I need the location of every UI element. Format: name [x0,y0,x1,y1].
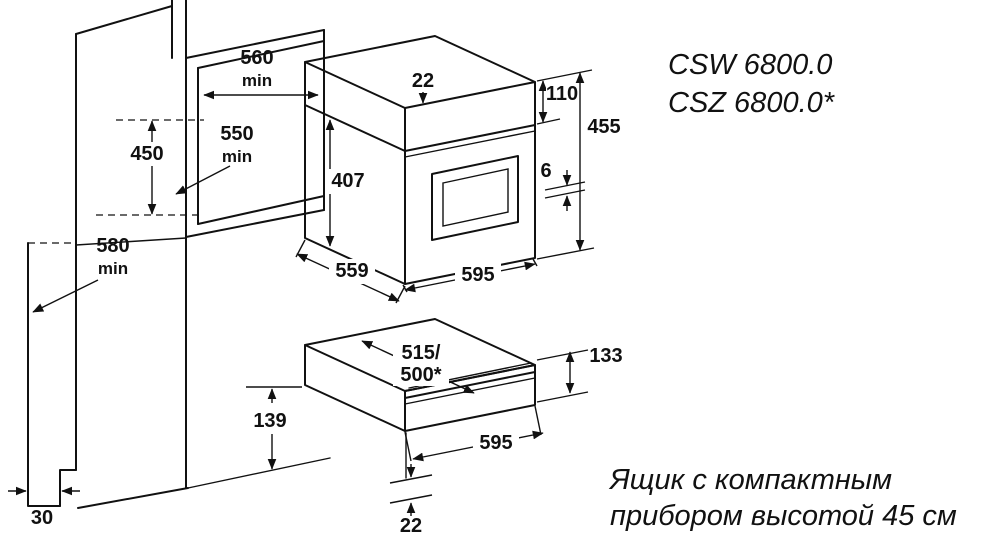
dim-niche-width: 560 min [203,47,319,100]
cabinet-plinth [59,469,77,507]
dim-niche-depth: 550 min [175,123,254,195]
dim-panel-height-value: 110 [546,83,578,105]
niche-bottom-level-line [75,237,187,246]
dim-drawer-height-value: 133 [589,345,622,367]
niche-bottom-outer [185,209,325,238]
dim-niche-width-unit: min [242,71,272,90]
dim-drawer-depth-line2: 500* [400,364,441,386]
dim-plinth-recess: 30 [8,486,80,529]
control-panel-groove [404,130,536,158]
dim-base-height-value: 580 [96,235,129,257]
dim-niche-depth-value: 550 [220,123,253,145]
oven-top-face [304,35,536,109]
base-edge-extension [187,457,331,489]
dimension-annotations: 560 min 550 min 450 580 min 30 22 [8,47,623,537]
dim-top-clearance: 22 [412,70,434,104]
dim-top-clearance-value: 22 [412,70,434,92]
dim-door-height-value: 407 [331,170,364,192]
drawer-left-face [304,344,406,432]
niche-top-outer [185,29,325,59]
dim-niche-depth-unit: min [222,147,252,166]
caption: Ящик с компактным прибором высотой 45 см [608,464,957,532]
dim-niche-height: 450 [126,120,168,215]
dim-drawer-width: 595 [404,405,544,462]
dim-drawer-bottom-gap: 22 [389,432,433,537]
dim-niche-width-value: 560 [240,47,273,69]
dim-base-height-unit: min [98,259,128,278]
cabinet-drawing [27,0,331,509]
dim-appliance-depth: 559 [295,239,406,304]
cabinet-bottom-slant [77,487,189,509]
niche-top-inner [197,40,325,69]
model-labels: CSW 6800.0 CSZ 6800.0* [668,49,836,119]
caption-line-2: прибором высотой 45 см [610,500,957,532]
dim-panel-height: 110 [536,69,593,125]
control-panel-bottom [404,124,536,152]
cabinet-top-slant [75,5,173,35]
niche-bottom-inner [197,195,325,225]
oven-front-face [404,81,536,285]
dim-drawer-clearance: 139 [246,386,302,470]
dim-gap: 6 [540,160,586,211]
dim-drawer-depth-line1: 515/ [402,342,441,364]
dim-appliance-height-value: 455 [587,116,620,138]
dim-drawer-width-value: 595 [479,432,512,454]
dim-drawer-bottom-gap-value: 22 [400,515,422,537]
model-name-1: CSW 6800.0 [668,49,832,81]
dim-drawer-clearance-value: 139 [253,410,286,432]
dim-drawer-height: 133 [536,345,623,403]
dim-drawer-depth: 515/ 500* [361,340,475,394]
model-name-2: CSZ 6800.0* [668,87,836,119]
dim-appliance-depth-value: 559 [335,260,368,282]
caption-line-1: Ящик с компактным [608,464,892,496]
dim-appliance-height: 455 [536,72,621,260]
oven-door-window [431,155,519,241]
panel-line-left-face [304,104,406,152]
drawer-front-face [404,364,536,432]
wall-and-floor-line [27,242,61,507]
dim-appliance-width: 595 [402,258,538,293]
dim-plinth-recess-value: 30 [31,507,53,529]
oven-door-window-inner [442,168,509,227]
dim-gap-value: 6 [540,160,551,182]
dim-door-height: 407 [325,119,371,247]
dim-appliance-width-value: 595 [461,264,494,286]
dim-niche-height-value: 450 [130,143,163,165]
dim-base-height: 580 min [32,235,130,313]
